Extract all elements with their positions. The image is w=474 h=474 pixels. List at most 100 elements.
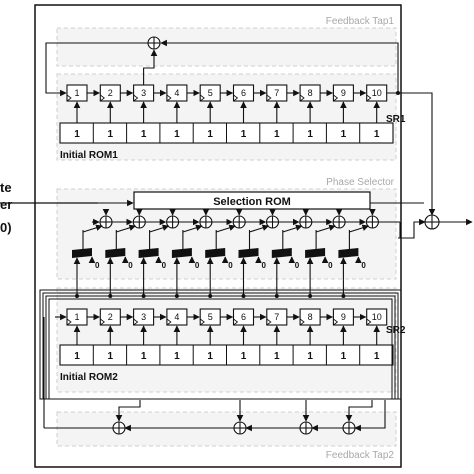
mux-zero-label: 0 (262, 261, 267, 270)
sr2-register-10-label: 10 (372, 312, 382, 322)
sr1-register-8-label: 8 (308, 88, 313, 98)
sr1-register-7-clock (266, 94, 272, 102)
mux-zero-label: 0 (361, 261, 366, 270)
sr2-rom-cell-9: 1 (341, 351, 347, 362)
sr2-rom-cell-4: 1 (174, 351, 180, 362)
sr1-register-3-clock (133, 94, 139, 102)
mux-zero-label: 0 (128, 261, 133, 270)
sr1-rom-cell-1: 1 (74, 129, 80, 140)
sr2-register-4-clock (166, 318, 172, 326)
sr2-register-5-clock (199, 318, 205, 326)
sr1-register-1-label: 1 (74, 88, 79, 98)
sr1-label: SR1 (386, 114, 406, 125)
sr2-register-10-clock (366, 318, 372, 326)
sr1-register-8-clock (299, 94, 305, 102)
left-cut-label-2: er (0, 197, 12, 212)
sr1-register-4-clock (166, 94, 172, 102)
mux-8 (305, 248, 326, 258)
sr2-loop-4 (48, 298, 393, 400)
mux-to-xor (149, 224, 170, 233)
sr2-register-7-clock (266, 318, 272, 326)
sr2-register-3-label: 3 (141, 312, 146, 322)
sr1-register-9-label: 9 (341, 88, 346, 98)
sr2-rom-cell-3: 1 (141, 351, 147, 362)
feedback-tap2-label: Feedback Tap2 (326, 450, 395, 461)
sr1-tap3-line (143, 49, 158, 85)
sr2-register-10 (366, 308, 388, 326)
sr2-rom-cell-8: 1 (307, 351, 313, 362)
sr1-rom-cell-7: 1 (274, 129, 280, 140)
sr1-rom-cell-8: 1 (307, 129, 313, 140)
sr1-register-10-label: 10 (372, 88, 382, 98)
sr1-register-7-label: 7 (274, 88, 279, 98)
selection-rom-label: Selection ROM (213, 196, 291, 208)
mux-to-xor (216, 224, 236, 233)
sr1-rom-cell-10: 1 (374, 129, 380, 140)
sr1-register-5-clock (199, 94, 205, 102)
sr2-register-6-clock (233, 318, 239, 326)
sr1-register-6-clock (233, 94, 239, 102)
sr2-register-8-label: 8 (308, 312, 313, 322)
sr1-rom-cell-3: 1 (141, 129, 147, 140)
sr1-register-5-label: 5 (208, 88, 213, 98)
mux-zero-label: 0 (162, 261, 167, 270)
sr1-rom-cell-5: 1 (207, 129, 213, 140)
sr2-register-8-clock (299, 318, 305, 326)
feedback-tap1-label: Feedback Tap1 (326, 16, 395, 27)
initial-rom2-label: Initial ROM2 (60, 372, 118, 383)
mux-zero-label: 0 (95, 261, 100, 270)
mux-zero-label: 0 (228, 261, 233, 270)
tap2-in-5 (354, 400, 386, 432)
selection-rom-box (133, 191, 371, 210)
mux-7 (271, 248, 292, 258)
sr2-register-9-clock (333, 318, 339, 326)
sr2-register-2-label: 2 (108, 312, 113, 322)
sr1-register-10-clock (366, 94, 372, 102)
mux-2 (105, 248, 126, 258)
feedback-tap1-region (56, 27, 397, 67)
sr2-register-9-label: 9 (341, 312, 346, 322)
sr2-register-3-clock (133, 318, 139, 326)
sr2-register-7-label: 7 (274, 312, 279, 322)
sr2-rom-cell-2: 1 (108, 351, 114, 362)
sr2-rom-cell-10: 1 (374, 351, 380, 362)
sr2-register-1-clock (66, 318, 72, 326)
sr2-rom-cell-7: 1 (274, 351, 280, 362)
phase-selector-out (398, 218, 426, 239)
mux-4 (171, 248, 192, 258)
sr2-register-5-label: 5 (208, 312, 213, 322)
sr1-rom-cell-9: 1 (341, 129, 347, 140)
mux-1 (72, 248, 92, 258)
sr1-register-9-clock (333, 94, 339, 102)
left-cut-label-1: te (0, 180, 12, 195)
phase-chain-end (398, 222, 401, 239)
sr2-rom-cell-1: 1 (74, 351, 80, 362)
sr2-register-6-label: 6 (241, 312, 246, 322)
mux-zero-label: 0 (295, 261, 300, 270)
sr1-rom-cell-6: 1 (241, 129, 247, 140)
sr1-register-6-label: 6 (241, 88, 246, 98)
sr2-register-1-label: 1 (74, 312, 79, 322)
sr2-rom-cell-5: 1 (207, 351, 213, 362)
sr2-region (56, 287, 397, 393)
mux-to-xor (82, 224, 103, 233)
sr2-register-2-clock (100, 318, 105, 326)
mux-zero-label: 0 (328, 261, 333, 270)
mux-to-xor (282, 224, 303, 233)
tap2-in-1 (115, 400, 141, 422)
sr1-register-2-clock (100, 94, 105, 102)
sr2-register-4-label: 4 (174, 312, 179, 322)
mux-3 (138, 248, 159, 258)
mux-5 (205, 248, 226, 258)
sr2-label: SR2 (386, 325, 406, 336)
mux-to-xor (249, 224, 270, 233)
tap2-in-4 (345, 400, 373, 422)
mux-to-xor (315, 224, 336, 233)
sr1-feedback-return (45, 42, 148, 97)
sr1-tap10-line (160, 39, 399, 94)
mux-6 (238, 248, 259, 258)
mux-to-xor (116, 224, 136, 233)
phase-selector-label: Phase Selector (326, 177, 394, 188)
